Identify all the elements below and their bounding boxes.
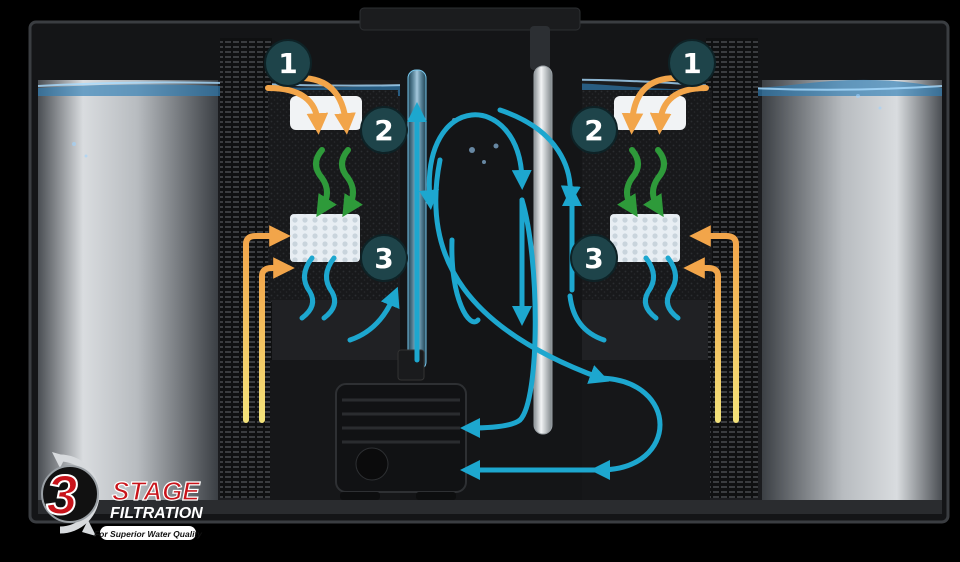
right-mechanical-pad: [614, 96, 686, 130]
water-flow-arrows: [299, 102, 681, 480]
left-glass-panel: [38, 80, 218, 512]
stage2-flow-arrows: [313, 147, 667, 218]
stage-filtration-badge: 3 STAGE FILTRATION For Superior Water Qu…: [41, 452, 203, 540]
step-number: 1: [682, 47, 701, 80]
bubbles: [72, 94, 882, 164]
left-mechanical-pad: [290, 96, 362, 130]
step-number: 1: [278, 47, 297, 80]
badge-number: 3: [46, 463, 77, 526]
step-3-left: 3: [360, 234, 408, 282]
pump: [335, 349, 467, 500]
step-number: 2: [584, 114, 603, 147]
step-number: 3: [584, 242, 603, 275]
step-number: 2: [374, 114, 393, 147]
step-2-left: 2: [360, 106, 408, 154]
left-biological-media: [290, 214, 360, 262]
badge-tagline: For Superior Water Quality: [94, 529, 203, 539]
step-2-right: 2: [570, 106, 618, 154]
step-3-right: 3: [570, 234, 618, 282]
heater: [530, 26, 553, 435]
side-intake-arrows: [243, 225, 739, 423]
step-1-right: 1: [668, 39, 716, 87]
badge-word-filtration: FILTRATION: [110, 505, 203, 522]
stage1-flow-arrows: [265, 75, 709, 135]
badge-word-stage: STAGE: [112, 476, 200, 506]
right-glass-panel: [762, 80, 942, 512]
step-number: 3: [374, 242, 393, 275]
right-biological-media: [610, 214, 680, 262]
step-1-left: 1: [264, 39, 312, 87]
